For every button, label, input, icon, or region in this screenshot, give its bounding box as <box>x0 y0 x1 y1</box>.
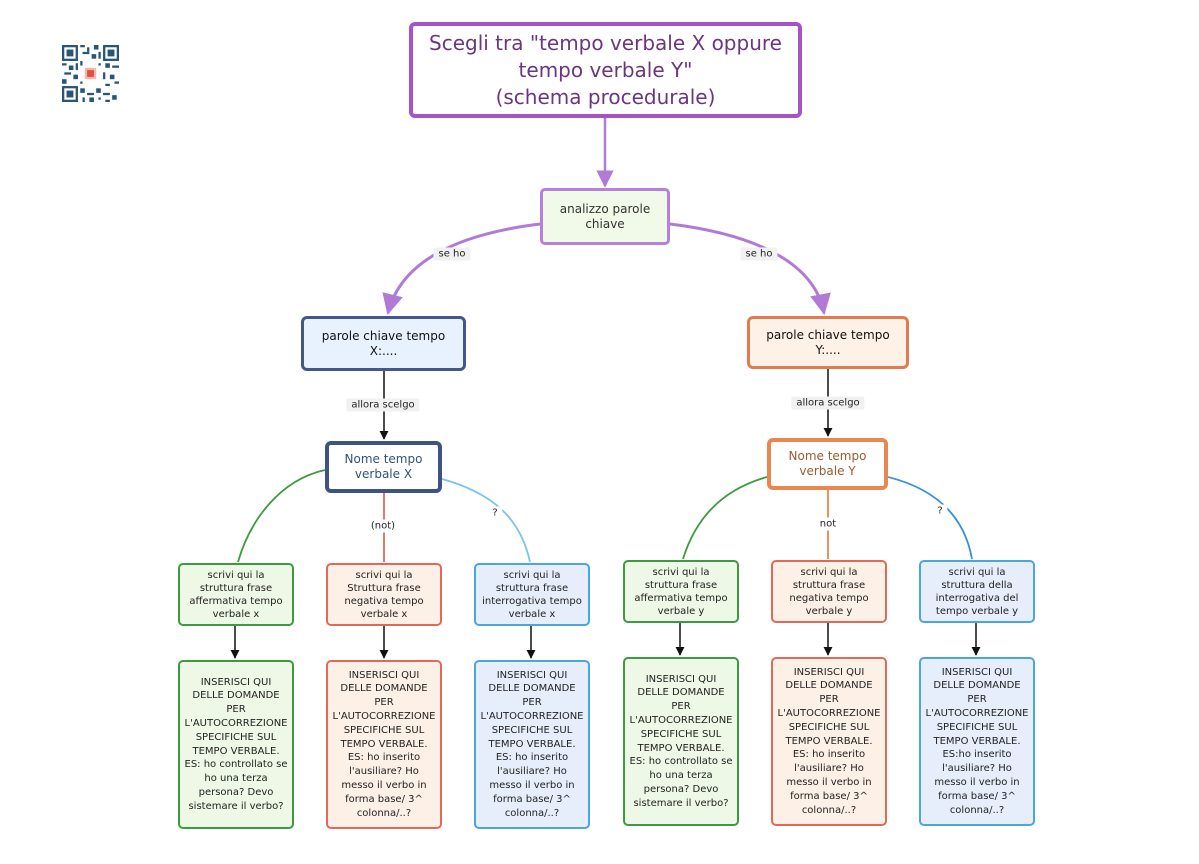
questions-affirmative-x[interactable]: INSERISCI QUI DELLE DOMANDE PER L'AUTOCO… <box>178 660 294 829</box>
edge-label-left-if: se ho <box>433 247 471 261</box>
structure-affirmative-x[interactable]: scrivi qui la struttura frase affermativ… <box>178 563 294 626</box>
questions-negative-y[interactable]: INSERISCI QUI DELLE DOMANDE PER L'AUTOCO… <box>771 657 887 826</box>
questions-negative-x[interactable]: INSERISCI QUI DELLE DOMANDE PER L'AUTOCO… <box>326 660 442 829</box>
edge-label-y-question: ? <box>932 504 948 518</box>
edge-keywords-x <box>382 222 541 316</box>
qr-code-icon <box>62 45 119 102</box>
questions-interrogative-y[interactable]: INSERISCI QUI DELLE DOMANDE PER L'AUTOCO… <box>919 657 1035 826</box>
edge-y-affirmative <box>682 476 768 560</box>
edge-label-x-negative: (not) <box>365 519 401 533</box>
edge-label-right-if: se ho <box>740 247 778 261</box>
edge-x-interrogative <box>441 478 531 563</box>
tense-y-node[interactable]: Nome tempo verbale Y <box>767 438 888 490</box>
edge-label-right-then: allora scelgo <box>791 396 865 410</box>
edge-y-interrogative <box>887 476 973 560</box>
edge-label-x-question: ? <box>487 506 503 520</box>
root-title-node[interactable]: Scegli tra "tempo verbale X oppure tempo… <box>409 22 802 118</box>
title-line-3: (schema procedurale) <box>495 84 716 109</box>
edge-label-y-negative: not <box>814 517 842 531</box>
structure-negative-y[interactable]: scrivi qui la struttura frase negativa t… <box>771 560 887 623</box>
title-line-2: tempo verbale Y" <box>518 57 693 82</box>
structure-interrogative-x[interactable]: scrivi qui la struttura frase interrogat… <box>474 563 590 626</box>
keywords-y-node[interactable]: parole chiave tempo Y:.... <box>747 316 909 369</box>
edge-label-left-then: allora scelgo <box>346 398 420 412</box>
keywords-node[interactable]: analizzo parole chiave <box>540 188 670 245</box>
questions-interrogative-x[interactable]: INSERISCI QUI DELLE DOMANDE PER L'AUTOCO… <box>474 660 590 829</box>
title-line-1: Scegli tra "tempo verbale X oppure <box>429 30 782 55</box>
tense-x-node[interactable]: Nome tempo verbale X <box>325 441 442 493</box>
edge-keywords-y <box>669 222 831 316</box>
questions-affirmative-y[interactable]: INSERISCI QUI DELLE DOMANDE PER L'AUTOCO… <box>623 657 739 826</box>
keywords-x-node[interactable]: parole chiave tempo X:.... <box>301 316 466 371</box>
structure-negative-x[interactable]: scrivi qui la Struttura frase negativa t… <box>326 563 442 626</box>
structure-affirmative-y[interactable]: scrivi qui la struttura frase affermativ… <box>623 560 739 623</box>
structure-interrogative-y[interactable]: scrivi qui la struttura della interrogat… <box>919 560 1035 623</box>
edge-x-affirmative <box>237 469 326 563</box>
